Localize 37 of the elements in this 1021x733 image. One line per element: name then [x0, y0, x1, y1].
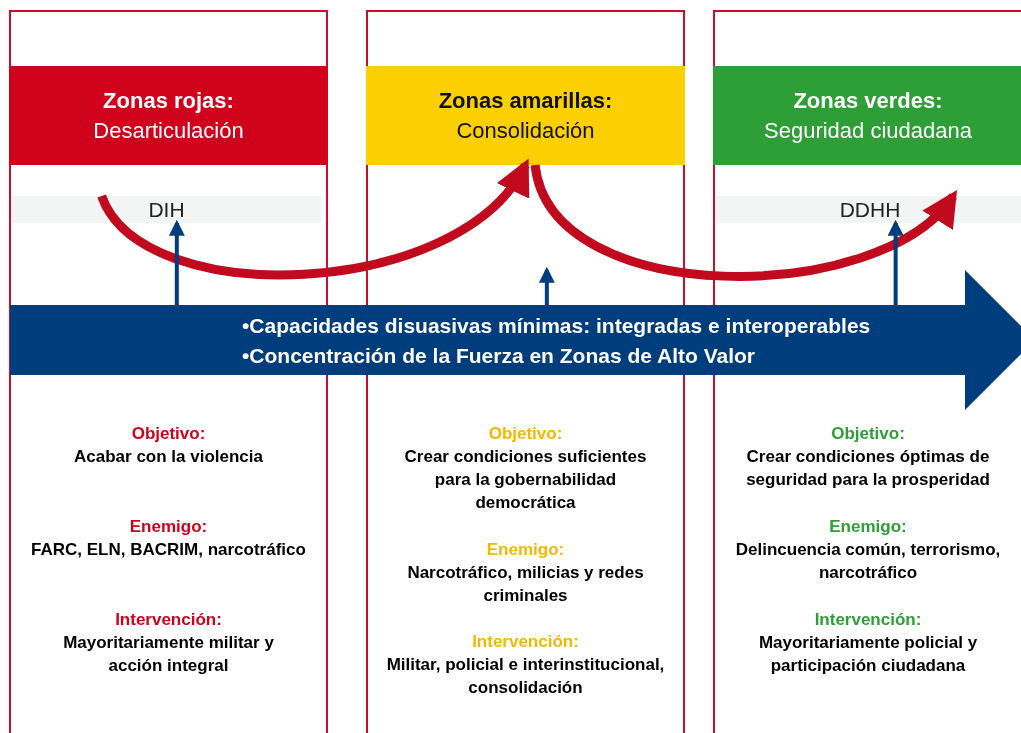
section-heading: Objetivo:: [830, 423, 906, 445]
header-subtitle: Consolidación: [456, 116, 595, 145]
arrow-banner: [10, 270, 1021, 410]
label-bar: DIH: [12, 196, 321, 223]
header-subtitle: Desarticulación: [93, 116, 244, 145]
arrow: [530, 163, 958, 281]
header-title: Zonas rojas:: [103, 86, 234, 115]
zone-header: [713, 66, 1021, 165]
arrow: [887, 219, 904, 305]
section-heading: Objetivo:: [487, 423, 564, 445]
header-title: Zonas amarillas:: [438, 86, 613, 115]
header-subtitle: Seguridad ciudadana: [764, 116, 972, 145]
section-text: Delincuencia común, terrorismo, narcotráfico: [734, 539, 1002, 584]
zone-header: [366, 66, 685, 165]
section-heading: Intervención:: [471, 631, 580, 653]
section-text: Militar, policial e interinstitucional, consolidación: [385, 654, 666, 699]
section-text: Mayoritariamente militar y acción integral: [62, 632, 275, 677]
section-text: Narcotráfico, milicias y redes criminales: [406, 562, 645, 607]
section-text: Crear condiciones suficientes para la gobernabilidad democrática: [403, 446, 648, 514]
section-heading: Objetivo:: [130, 423, 207, 445]
arrow: [97, 159, 530, 279]
section-heading: Enemigo:: [128, 516, 209, 538]
zone-header: [9, 66, 328, 165]
banner-text: •Concentración de la Fuerza en Zonas de Alto Valor: [242, 343, 755, 369]
label-bar: DDHH: [716, 196, 1021, 223]
section-heading: Intervención:: [114, 609, 223, 631]
header-title: Zonas verdes:: [793, 86, 943, 115]
arrow: [168, 219, 185, 305]
arrow: [538, 266, 555, 305]
section-text: Acabar con la violencia: [73, 446, 264, 468]
section-text: Mayoritariamente policial y participación ciudadana: [757, 632, 979, 677]
section-heading: Enemigo:: [485, 539, 566, 561]
banner-text: •Capacidades disuasivas mínimas: integradas e interoperables: [242, 313, 871, 339]
section-heading: Enemigo:: [828, 516, 908, 538]
section-heading: Intervención:: [813, 609, 923, 631]
section-text: FARC, ELN, BACRIM, narcotráfico: [30, 539, 307, 561]
section-text: Crear condiciones óptimas de seguridad para la prosperidad: [745, 446, 991, 491]
